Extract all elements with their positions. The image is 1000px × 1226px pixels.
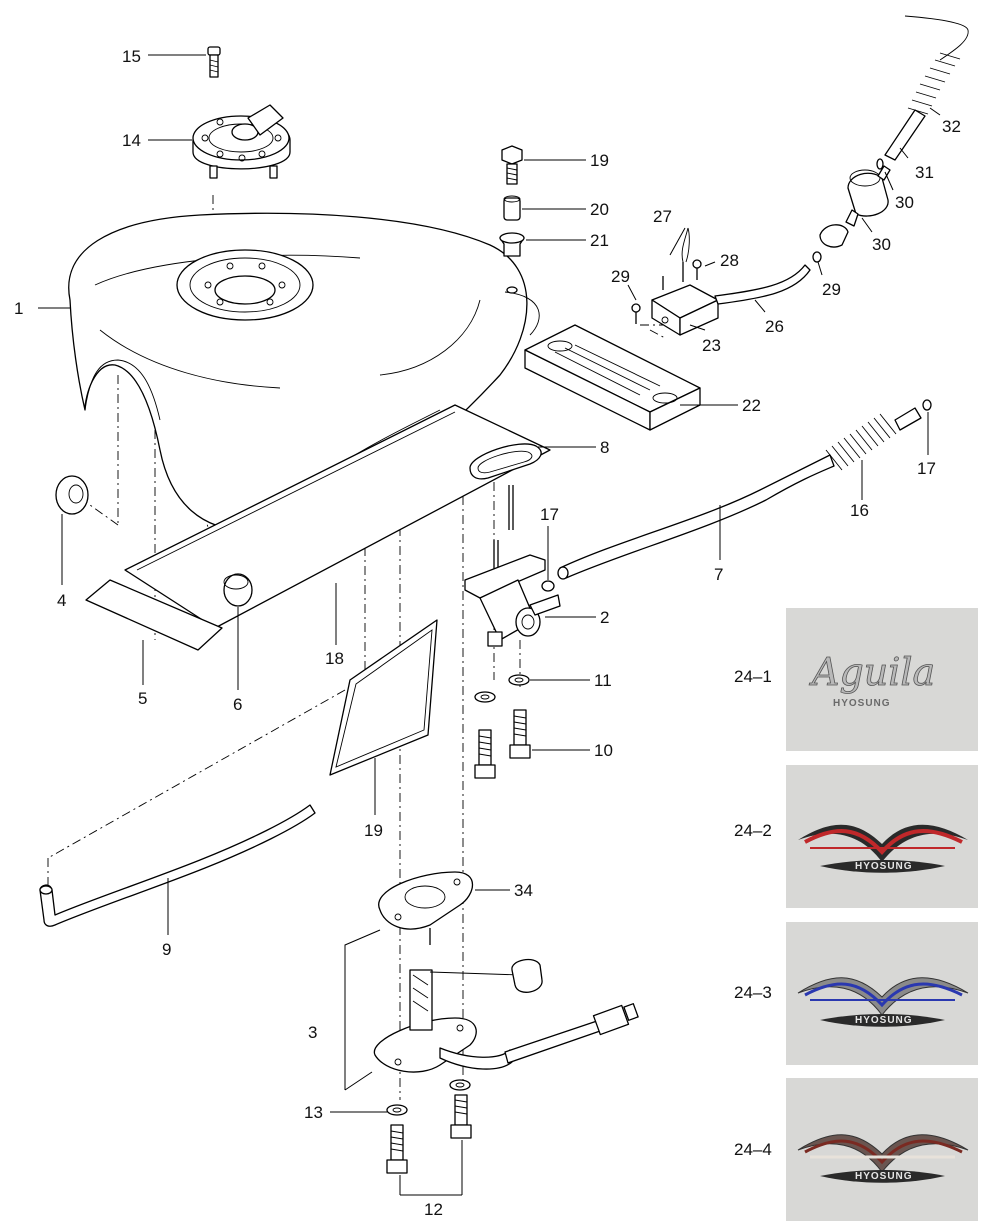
sealing-gasket (469, 443, 542, 480)
mount-bolt (501, 145, 523, 185)
pump-screws (631, 259, 702, 324)
callout-34: 34 (514, 881, 533, 900)
callout-18: 18 (325, 649, 344, 668)
emblem-label: 24–4 (734, 1140, 772, 1159)
emblem-photo (786, 1078, 978, 1221)
callout-7: 7 (714, 565, 723, 584)
callout-9: 9 (162, 940, 171, 959)
callout-21: 20 (590, 200, 609, 219)
emblem-brand-text: HYOSUNG (855, 1015, 913, 1026)
emblem-script-text: Aguila (809, 650, 935, 694)
callout-30a: 29 (822, 280, 841, 299)
callout-5: 5 (138, 689, 147, 708)
callout-12: 12 (424, 1200, 443, 1219)
emblem-brand-text: HYOSUNG (855, 1171, 913, 1182)
damper-4 (55, 475, 89, 515)
callout-13: 13 (304, 1103, 323, 1122)
pump-gasket (378, 871, 473, 945)
callout-29b: 29 (611, 267, 630, 286)
callout-33: 32 (942, 117, 961, 136)
vacuum-pump (651, 227, 719, 336)
callout-28: 27 (653, 207, 672, 226)
collar (503, 195, 521, 221)
callout-14: 14 (122, 131, 141, 150)
washer-13 (386, 1079, 471, 1116)
callout-11: 11 (594, 671, 612, 690)
callout-26: 23 (702, 336, 721, 355)
callout-1: 1 (14, 299, 23, 318)
insulator-sheet (329, 619, 438, 776)
callout-19: 19 (364, 821, 383, 840)
leader-lines (38, 54, 941, 1196)
filter-spring-33 (904, 15, 969, 115)
callout-23: 22 (742, 396, 761, 415)
callout-3: 3 (308, 1023, 317, 1042)
cap-bolt (207, 46, 221, 78)
callout-2: 2 (600, 608, 609, 627)
rubber-bush (499, 232, 525, 257)
emblem-24-4: 24–4 HYOSUNG (734, 1078, 978, 1221)
emblem-24-3: 24–3 HYOSUNG (734, 922, 978, 1065)
hose-spring (825, 407, 922, 471)
emblem-label: 24–1 (734, 667, 772, 686)
heat-shield-sheet (124, 404, 551, 629)
emblem-label: 24–3 (734, 983, 772, 1002)
hose-clip (922, 399, 932, 411)
fuel-cap (192, 104, 291, 179)
callout-6: 6 (233, 695, 242, 714)
callout-31: 30 (872, 235, 891, 254)
bolts-10 (474, 709, 531, 779)
filter-clamp (819, 224, 849, 248)
emblem-brand-text: HYOSUNG (833, 698, 891, 709)
emblem-photo (786, 922, 978, 1065)
callout-32: 31 (915, 163, 934, 182)
fuel-filter (845, 165, 891, 227)
emblem-24-1: 24–1 Aguila HYOSUNG (734, 608, 978, 751)
callout-17b: 17 (540, 505, 559, 524)
fuel-hose (557, 454, 835, 580)
callout-27: 26 (765, 317, 784, 336)
washer-11 (474, 674, 530, 703)
callout-15: 15 (122, 47, 141, 66)
damper-6 (223, 573, 253, 607)
oring-30 (812, 158, 884, 263)
callout-17a: 17 (917, 459, 936, 478)
filter-hose-32 (884, 109, 926, 161)
emblem-photo (786, 608, 978, 751)
callout-8: 8 (600, 438, 609, 457)
fuel-cock (464, 485, 561, 647)
callout-20: 19 (590, 151, 609, 170)
callout-4: 4 (57, 591, 66, 610)
callout-29a: 28 (720, 251, 739, 270)
callout-10: 10 (594, 741, 613, 760)
vacuum-hose-27 (714, 264, 811, 305)
callouts: 15 14 1 19 20 21 27 28 29 23 26 29 30 30… (14, 47, 961, 1219)
bolts-12 (386, 1094, 472, 1174)
rear-mount-block (524, 324, 701, 431)
breather-hose (39, 804, 316, 927)
callout-16: 16 (850, 501, 869, 520)
emblem-24-2: 24–2 HYOSUNG (734, 765, 978, 908)
callout-22: 21 (590, 231, 609, 250)
emblem-brand-text: HYOSUNG (855, 861, 913, 872)
callout-30b: 30 (895, 193, 914, 212)
pad-strip (85, 579, 223, 651)
fuel-pump (373, 958, 639, 1073)
emblem-label: 24–2 (734, 821, 772, 840)
